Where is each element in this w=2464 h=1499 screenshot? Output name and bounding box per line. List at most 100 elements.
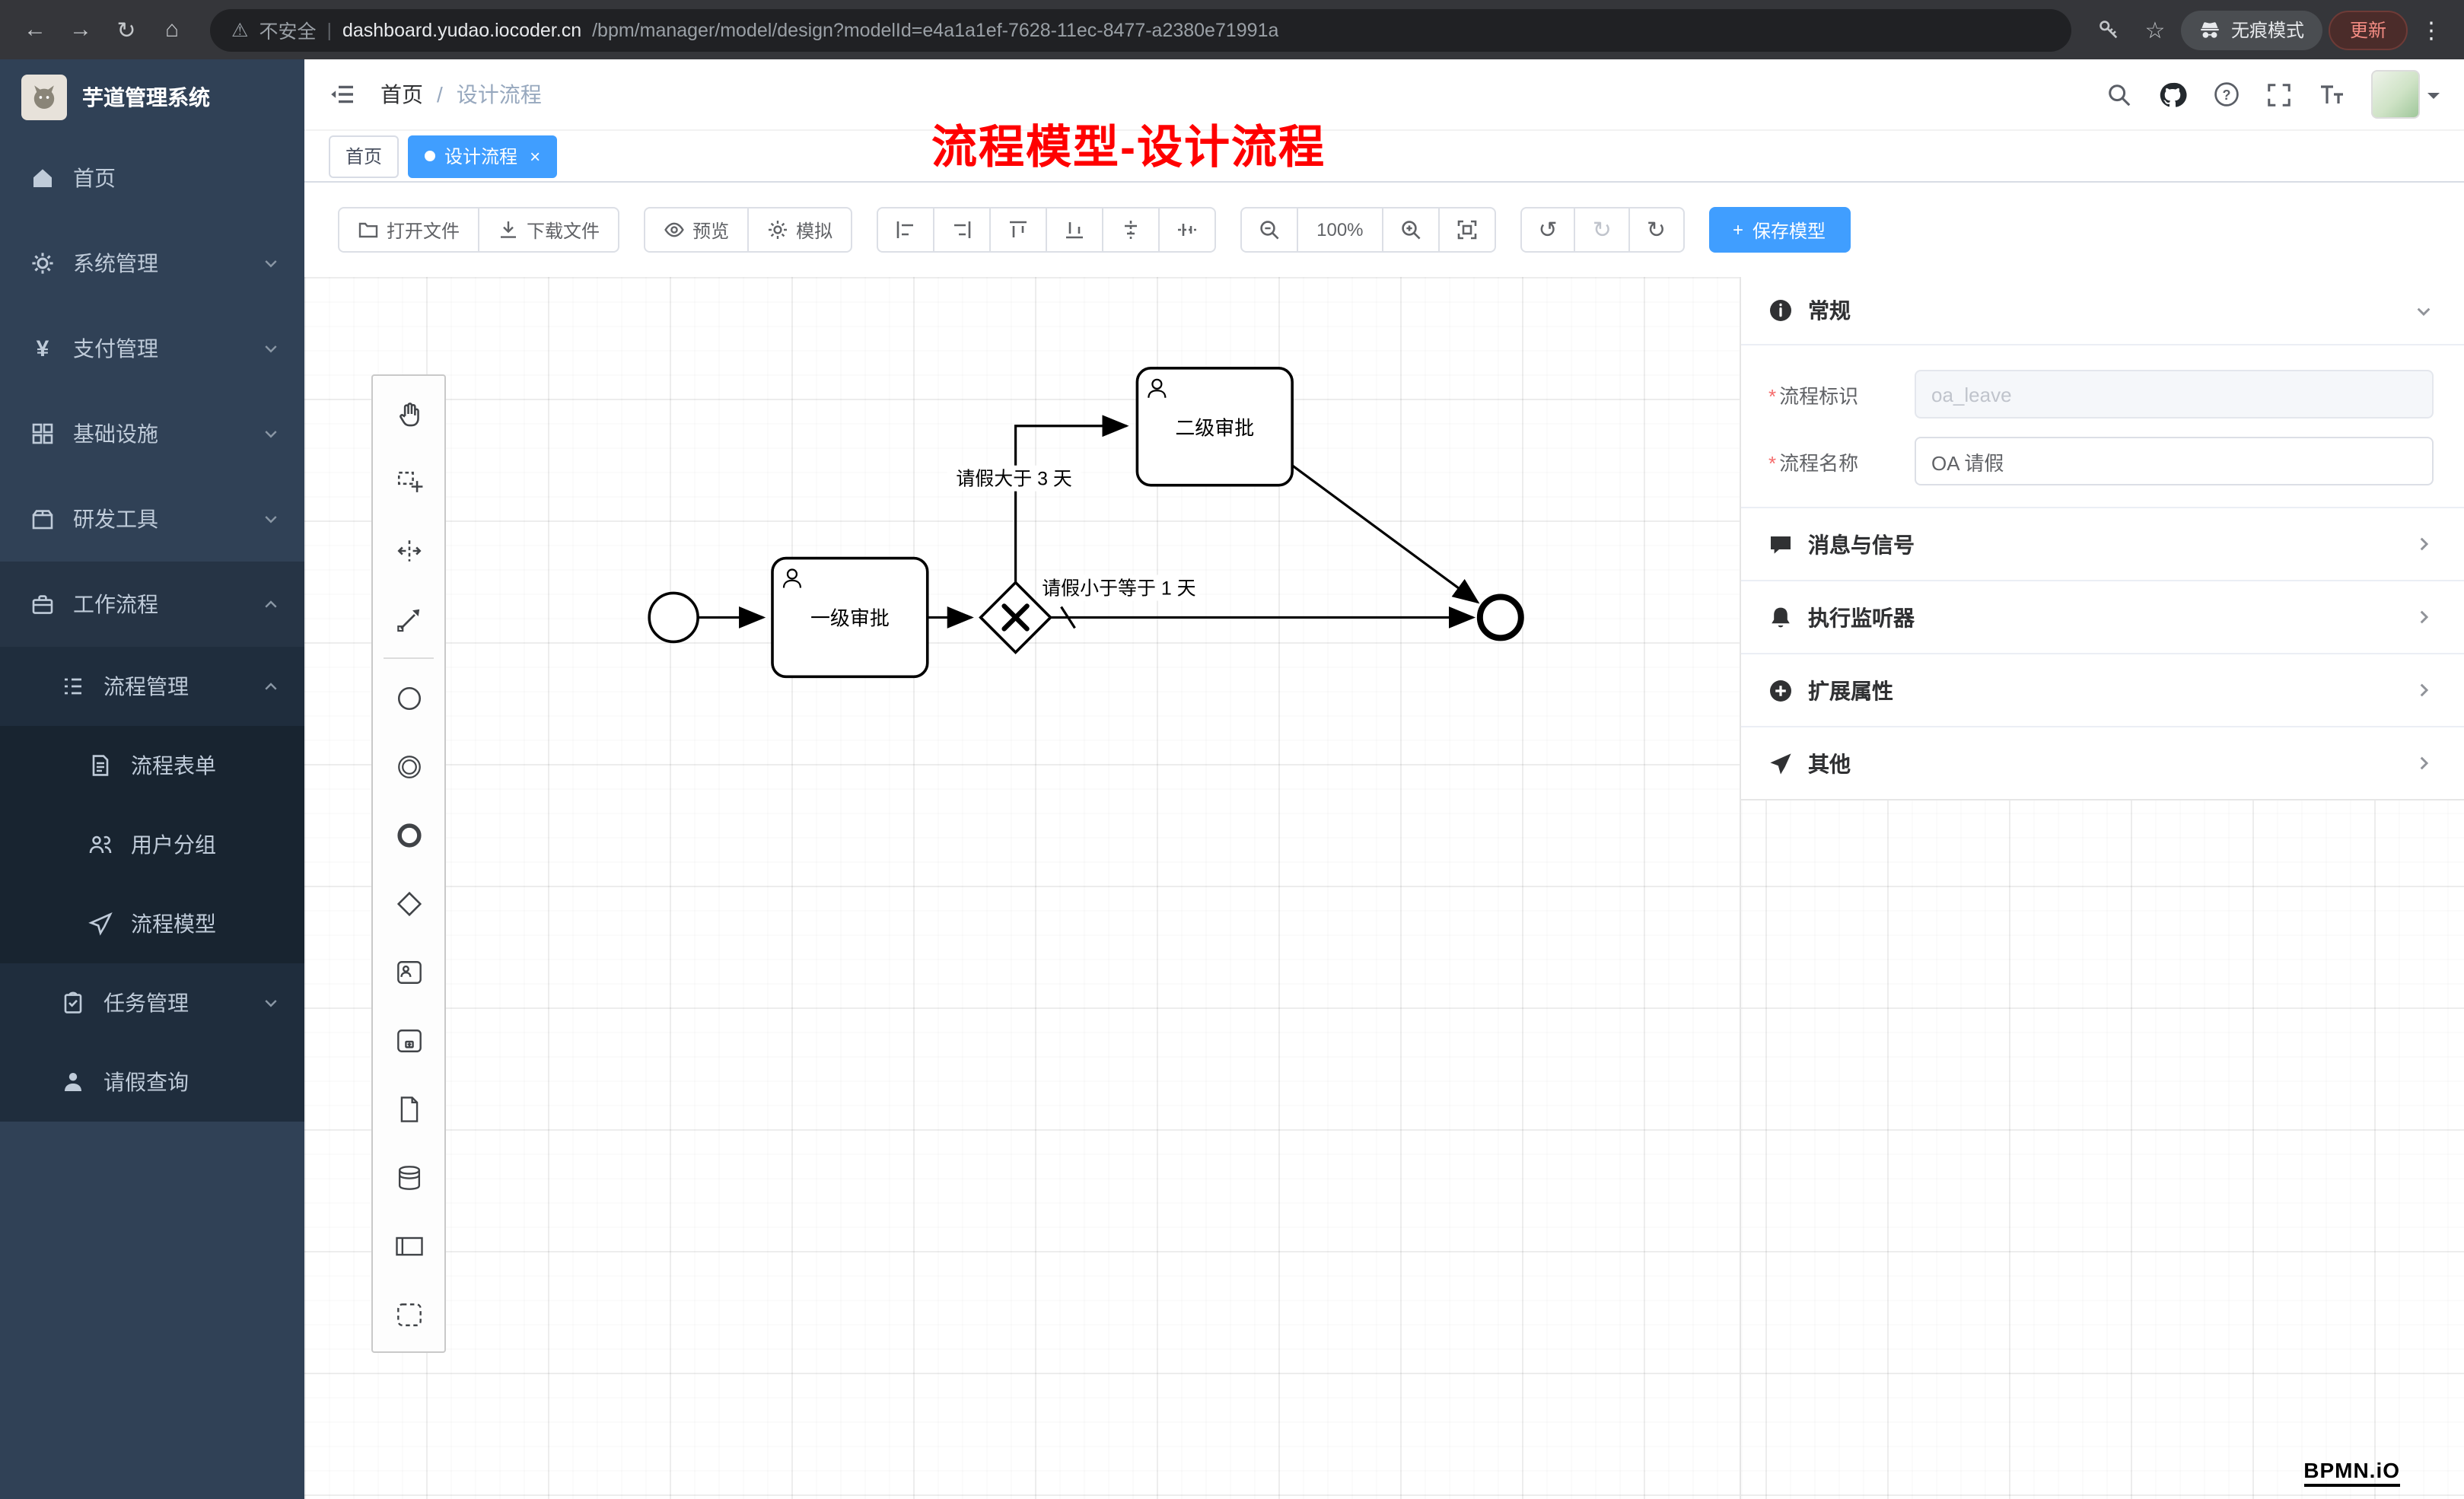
create-end-event[interactable] xyxy=(374,800,443,869)
lasso-tool[interactable] xyxy=(374,447,443,516)
fullscreen-icon[interactable] xyxy=(2266,81,2292,107)
browser-forward-icon[interactable]: → xyxy=(69,17,92,43)
undo-button[interactable]: ↺ xyxy=(1520,207,1576,253)
sidebar-item-workflow[interactable]: 工作流程 xyxy=(0,562,304,647)
section-extended-attrs[interactable]: 扩展属性 xyxy=(1741,653,2464,726)
align-bottom-icon xyxy=(1066,222,1084,239)
task-level1-approve[interactable]: 一级审批 xyxy=(771,556,929,679)
sidebar-collapse-icon[interactable] xyxy=(304,81,380,108)
bookmark-star-icon[interactable]: ☆ xyxy=(2144,18,2166,43)
open-file-button[interactable]: 打开文件 xyxy=(338,207,480,253)
key-icon[interactable] xyxy=(2090,10,2129,49)
tab-design-process[interactable]: 设计流程 × xyxy=(408,135,558,177)
browser-reload-icon[interactable]: ↻ xyxy=(116,18,136,43)
security-label[interactable]: 不安全 xyxy=(259,21,317,43)
sidebar-item-devtools[interactable]: 研发工具 xyxy=(0,476,304,562)
sidebar-item-home[interactable]: 首页 xyxy=(0,135,304,221)
align-bottom-button[interactable] xyxy=(1047,207,1104,253)
create-participant[interactable] xyxy=(374,1211,443,1280)
preview-button[interactable]: 预览 xyxy=(644,207,750,253)
sidebar-item-task-mgmt[interactable]: 任务管理 xyxy=(0,963,304,1042)
sidebar-item-label: 研发工具 xyxy=(73,507,158,531)
restart-button[interactable]: ↻ xyxy=(1629,207,1684,253)
browser-menu-icon[interactable]: ⋮ xyxy=(2420,18,2443,43)
palette-separator xyxy=(384,657,434,659)
browser-home-icon[interactable]: ⌂ xyxy=(164,17,180,43)
create-start-event[interactable] xyxy=(374,664,443,732)
create-gateway[interactable] xyxy=(374,869,443,937)
align-left-button[interactable] xyxy=(877,207,935,253)
align-top-button[interactable] xyxy=(991,207,1048,253)
end-event[interactable] xyxy=(1476,594,1524,641)
browser-back-icon[interactable]: ← xyxy=(24,17,46,43)
bpmn-canvas[interactable]: 一级审批 请假大于 3 天 xyxy=(304,277,2464,1499)
section-execution-listener[interactable]: 执行监听器 xyxy=(1741,580,2464,653)
global-connect-tool[interactable] xyxy=(374,584,443,653)
bpmn-io-logo[interactable]: BPMN.iO xyxy=(2303,1458,2400,1487)
flow-label-le1[interactable]: 请假小于等于 1 天 xyxy=(1042,578,1195,599)
search-icon[interactable] xyxy=(2106,81,2132,107)
section-general[interactable]: 常规 xyxy=(1741,277,2464,345)
user-menu[interactable] xyxy=(2371,70,2440,119)
section-other[interactable]: 其他 xyxy=(1741,726,2464,799)
plus-icon: + xyxy=(1733,219,1744,240)
browser-update-button[interactable]: 更新 xyxy=(2328,10,2408,49)
grid-icon xyxy=(32,423,53,444)
section-message-signal[interactable]: 消息与信号 xyxy=(1741,507,2464,580)
info-icon xyxy=(1770,300,1791,321)
create-user-task[interactable] xyxy=(374,937,443,1006)
sidebar-item-leave-query[interactable]: 请假查询 xyxy=(0,1042,304,1122)
exclusive-gateway[interactable] xyxy=(979,580,1053,654)
sidebar-item-system[interactable]: 系统管理 xyxy=(0,221,304,306)
breadcrumb-home[interactable]: 首页 xyxy=(380,82,423,107)
sidebar-item-payment[interactable]: ¥ 支付管理 xyxy=(0,306,304,391)
avatar[interactable] xyxy=(2371,70,2420,119)
sidebar-item-process-mgmt[interactable]: 流程管理 xyxy=(0,647,304,726)
font-size-icon[interactable] xyxy=(2318,81,2345,108)
close-icon[interactable]: × xyxy=(530,145,541,167)
space-tool[interactable] xyxy=(374,516,443,584)
address-bar[interactable]: ⚠ 不安全 | dashboard.yudao.iocoder.cn/bpm/m… xyxy=(210,8,2071,51)
download-file-button[interactable]: 下载文件 xyxy=(479,207,620,253)
sidebar-item-user-groups[interactable]: 用户分组 xyxy=(0,805,304,884)
app-title: 芋道管理系统 xyxy=(82,85,210,110)
breadcrumb-current: 设计流程 xyxy=(456,82,542,107)
create-data-store[interactable] xyxy=(374,1143,443,1211)
zoom-out-button[interactable] xyxy=(1240,207,1299,253)
flow-label-gt3[interactable]: 请假大于 3 天 xyxy=(956,469,1072,490)
sidebar-item-process-model[interactable]: 流程模型 xyxy=(0,884,304,963)
zoom-in-button[interactable] xyxy=(1383,207,1440,253)
save-model-button[interactable]: + 保存模型 xyxy=(1708,207,1851,253)
align-center-vertical-button[interactable] xyxy=(1160,207,1217,253)
align-right-icon xyxy=(954,221,971,238)
hand-tool[interactable] xyxy=(374,379,443,447)
url-divider: | xyxy=(326,19,332,40)
bpmn-diagram[interactable]: 一级审批 请假大于 3 天 xyxy=(304,277,2464,1499)
task-level2-approve[interactable]: 二级审批 xyxy=(1135,367,1294,487)
sequence-flow[interactable] xyxy=(1291,464,1480,604)
align-right-button[interactable] xyxy=(934,207,992,253)
redo-button[interactable]: ↻ xyxy=(1575,207,1630,253)
breadcrumb: 首页 / 设计流程 xyxy=(380,79,542,110)
simulate-button[interactable]: 模拟 xyxy=(749,207,853,253)
sidebar-logo[interactable]: 芋道管理系统 xyxy=(0,59,304,135)
download-icon xyxy=(501,221,517,238)
start-event[interactable] xyxy=(648,591,699,644)
sequence-flow-gt3[interactable] xyxy=(1014,415,1129,583)
sidebar-item-infra[interactable]: 基础设施 xyxy=(0,391,304,476)
form-row-process-key: *流程标识 xyxy=(1768,370,2434,419)
create-intermediate-event[interactable] xyxy=(374,732,443,800)
process-name-input[interactable] xyxy=(1915,437,2434,485)
create-data-object[interactable] xyxy=(374,1074,443,1143)
bell-icon xyxy=(1772,606,1790,627)
designer-workarea: 打开文件 下载文件 预览 xyxy=(304,183,2464,1499)
sidebar-item-process-form[interactable]: 流程表单 xyxy=(0,726,304,805)
tab-home[interactable]: 首页 xyxy=(329,135,400,177)
github-icon[interactable] xyxy=(2158,80,2187,109)
process-key-input[interactable] xyxy=(1915,370,2434,419)
align-center-horizontal-button[interactable] xyxy=(1103,207,1160,253)
zoom-reset-button[interactable] xyxy=(1439,207,1496,253)
create-subprocess[interactable] xyxy=(374,1006,443,1074)
help-icon[interactable]: ? xyxy=(2213,81,2240,108)
create-group[interactable] xyxy=(374,1280,443,1348)
